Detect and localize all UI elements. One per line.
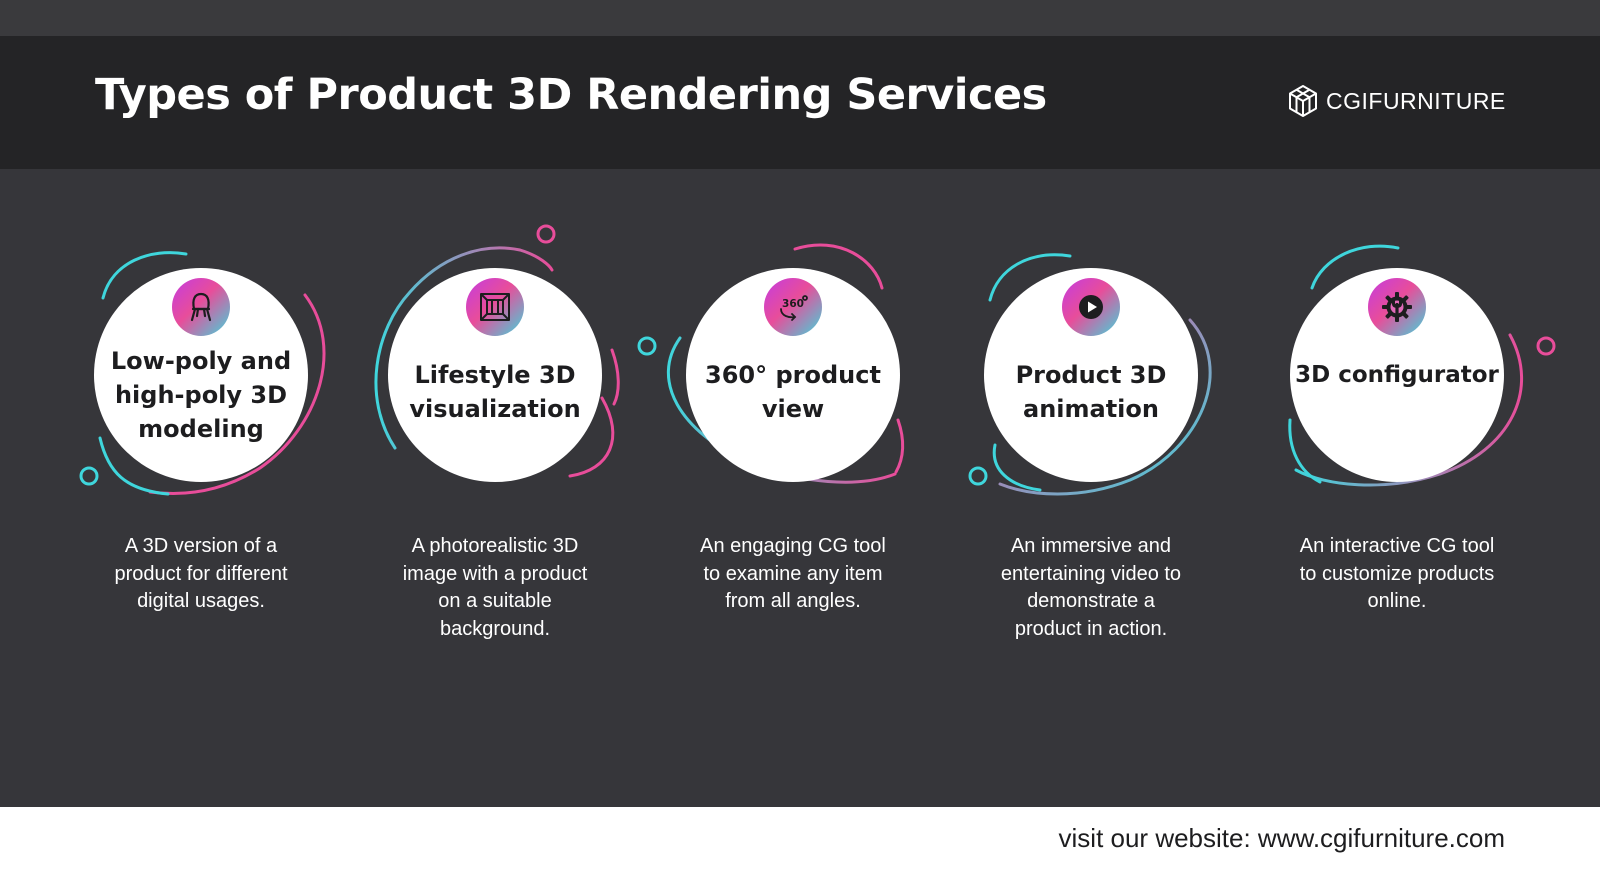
service-icon-badge: 360	[764, 278, 822, 336]
service-description: An interactive CG tool to customize prod…	[1299, 535, 1495, 612]
service-card-360-view[interactable]: 360 360° product view	[686, 268, 900, 482]
service-name: 3D configurator	[1295, 362, 1499, 388]
gear-wrench-icon	[1382, 292, 1412, 322]
cube-outline-icon	[1289, 85, 1317, 117]
website-link[interactable]: visit our website: www.cgifurniture.com	[1058, 823, 1505, 853]
chair-icon	[190, 292, 212, 322]
service-name: 360° product view	[705, 361, 881, 423]
service-icon-badge	[466, 278, 524, 336]
service-name: Lifestyle 3D visualization	[409, 361, 581, 423]
footer-bar: visit our website: www.cgifurniture.com	[0, 807, 1600, 875]
brand-name: CGIFURNITURE	[1326, 87, 1506, 114]
play-icon	[1079, 295, 1103, 319]
service-description: A photorealistic 3D image with a product…	[402, 535, 588, 640]
top-band	[0, 0, 1600, 36]
service-icon-badge	[1368, 278, 1426, 336]
rotate-360-icon: 360	[780, 295, 808, 321]
room-interior-icon	[480, 293, 510, 321]
service-card-configurator[interactable]: 3D configurator	[1290, 268, 1504, 482]
service-card-modeling[interactable]: Low-poly and high-poly 3D modeling	[94, 268, 308, 482]
service-description: An engaging CG tool to examine any item …	[700, 535, 886, 612]
header-bar	[0, 36, 1600, 169]
service-description: A 3D version of a product for different …	[114, 535, 288, 612]
service-icon-badge	[1062, 278, 1120, 336]
services-area	[0, 169, 1600, 807]
service-description: An immersive and entertaining video to d…	[1000, 535, 1182, 640]
brand-logo[interactable]: CGIFURNITURE	[1288, 84, 1506, 118]
service-name: Product 3D animation	[1015, 361, 1167, 423]
service-icon-badge	[172, 278, 230, 336]
service-name: Low-poly and high-poly 3D modeling	[110, 347, 292, 443]
service-card-lifestyle[interactable]: Lifestyle 3D visualization	[388, 268, 602, 482]
service-card-animation[interactable]: Product 3D animation	[984, 268, 1198, 482]
page-title: Types of Product 3D Rendering Services	[95, 70, 1047, 120]
svg-text:360: 360	[782, 298, 804, 310]
